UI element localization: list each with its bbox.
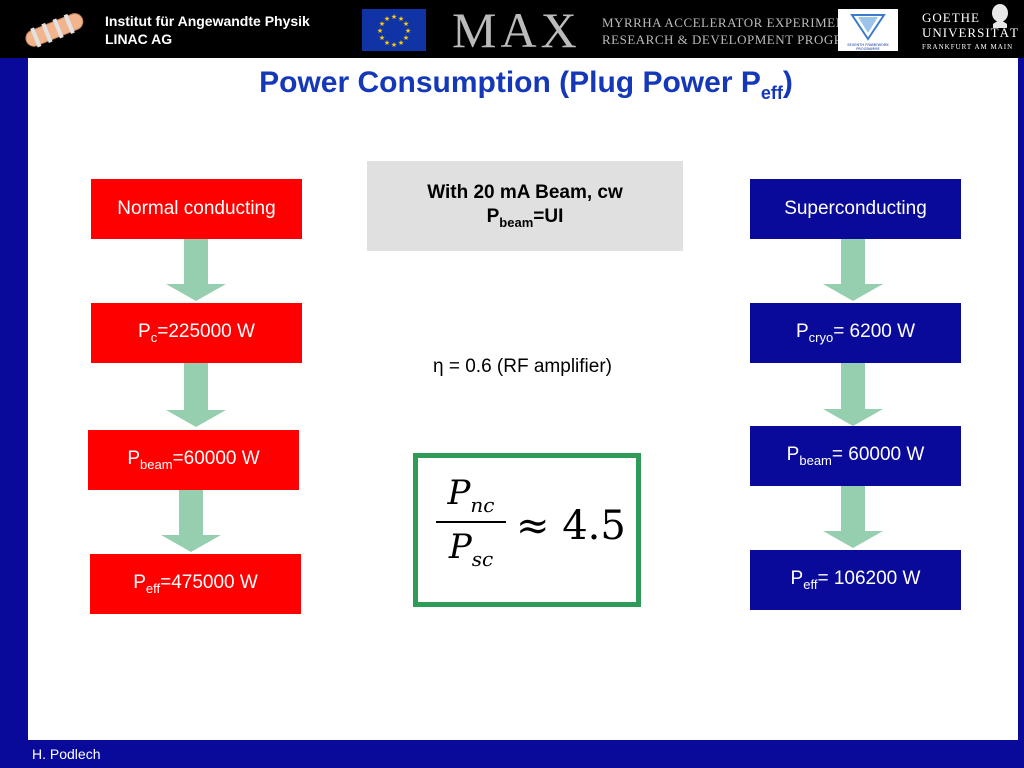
title-sub: eff [760, 83, 783, 103]
page-title: Power Consumption (Plug Power Peff) [0, 66, 1024, 104]
sc-beam-power-value: Pbeam= 60000 W [786, 444, 925, 468]
svg-text:★: ★ [377, 27, 383, 35]
eta-symbol: η [433, 356, 444, 377]
university-line1: GOETHE [922, 10, 980, 25]
arrow-down-icon [823, 486, 883, 548]
right-border [1018, 58, 1024, 740]
title-main: Power Consumption (Plug Power P [259, 66, 761, 99]
normal-conducting-header: Normal conducting [91, 179, 302, 239]
max-logo: MAX [452, 2, 581, 58]
arrow-down-icon [161, 490, 221, 552]
superconducting-header: Superconducting [750, 179, 961, 239]
svg-text:★: ★ [379, 34, 385, 42]
svg-text:★: ★ [384, 15, 390, 23]
program-name: MYRRHA ACCELERATOR EXPERIMENT RESEARCH &… [602, 14, 885, 48]
svg-text:★: ★ [398, 39, 404, 47]
left-border [0, 58, 28, 740]
ratio-numerator: Pnc [436, 473, 506, 523]
svg-text:★: ★ [391, 13, 397, 21]
title-close: ) [782, 66, 793, 99]
rf-efficiency-note: η = 0.6 (RF amplifier) [400, 356, 645, 378]
goethe-portrait-icon [992, 4, 1008, 28]
linac-logo [25, 13, 84, 48]
nc-cavity-power-value: Pc=225000 W [138, 321, 255, 345]
beam-conditions-line1: With 20 mA Beam, cw [427, 182, 623, 203]
university-line3: FRANKFURT AM MAIN [922, 43, 1014, 51]
svg-text:★: ★ [403, 34, 409, 42]
svg-text:★: ★ [403, 20, 409, 28]
power-ratio-fraction: Pnc Psc [436, 473, 506, 571]
sc-cryo-power-value: Pcryo= 6200 W [795, 321, 916, 345]
program-line2: RESEARCH & DEVELOPMENT PROGRAMME [602, 32, 886, 47]
institute-line2: LINAC AG [105, 31, 173, 47]
eu-flag-icon: ★ ★ ★ ★ ★ ★ ★ ★ ★ ★ ★ ★ [362, 9, 426, 51]
ratio-denominator: Psc [448, 526, 494, 571]
svg-text:★: ★ [391, 41, 397, 49]
sc-plug-power-box: Peff= 106200 W [750, 550, 961, 610]
nc-beam-power-value: Pbeam=60000 W [127, 448, 260, 472]
footer-bar [0, 740, 1024, 768]
beam-conditions-line2: Pbeam=UI [486, 206, 564, 230]
author-name: H. Podlech [32, 746, 101, 762]
sc-plug-power-value: Peff= 106200 W [790, 568, 921, 592]
arrow-down-icon [166, 239, 226, 301]
institute-name: Institut für Angewandte Physik LINAC AG [105, 12, 310, 48]
ratio-value: ≈ 4.5 [516, 503, 626, 549]
eta-text: = 0.6 (RF amplifier) [443, 356, 612, 377]
university-name: GOETHE UNIVERSITÄT FRANKFURT AM MAIN [922, 10, 1019, 55]
nc-plug-power-box: Peff=475000 W [90, 554, 301, 614]
program-line1: MYRRHA ACCELERATOR EXPERIMENT [602, 15, 854, 30]
fp7-logo: SEVENTH FRAMEWORK PROGRAMME [838, 9, 898, 51]
arrow-down-icon [823, 239, 883, 301]
svg-text:★: ★ [384, 39, 390, 47]
institute-line1: Institut für Angewandte Physik [105, 13, 310, 29]
normal-conducting-label: Normal conducting [117, 198, 276, 219]
superconducting-label: Superconducting [784, 198, 927, 219]
nc-beam-power-box: Pbeam=60000 W [88, 430, 299, 490]
svg-text:SEVENTH FRAMEWORK: SEVENTH FRAMEWORK [847, 43, 889, 47]
nc-plug-power-value: Peff=475000 W [133, 572, 258, 596]
svg-text:★: ★ [398, 15, 404, 23]
svg-text:★: ★ [405, 27, 411, 35]
beam-conditions-box: With 20 mA Beam, cw Pbeam=UI [367, 161, 683, 251]
university-line2: UNIVERSITÄT [922, 25, 1019, 40]
sc-beam-power-box: Pbeam= 60000 W [750, 426, 961, 486]
nc-cavity-power-box: Pc=225000 W [91, 303, 302, 363]
arrow-down-icon [166, 363, 226, 427]
arrow-down-icon [823, 363, 883, 426]
power-ratio-box: Pnc Psc ≈ 4.5 [413, 453, 641, 607]
sc-cryo-power-box: Pcryo= 6200 W [750, 303, 961, 363]
svg-text:★: ★ [379, 20, 385, 28]
svg-text:PROGRAMME: PROGRAMME [856, 47, 880, 51]
